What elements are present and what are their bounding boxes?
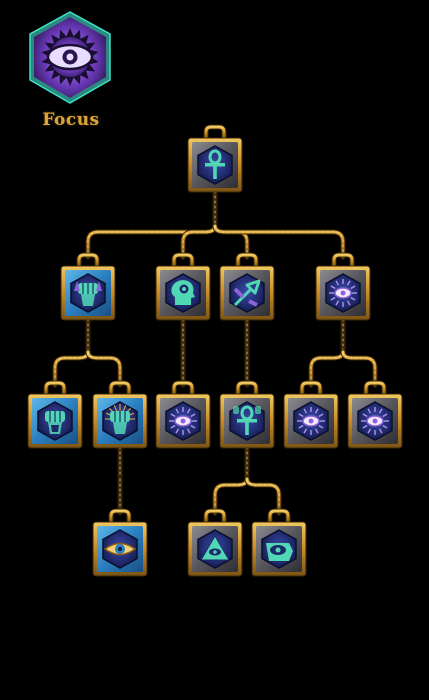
skill-node-tier2-eye-rune-c[interactable] (347, 380, 403, 449)
ankh-icon (205, 149, 225, 179)
skill-node-tier3-pyramid-eye[interactable] (187, 508, 243, 577)
tree-connectors (52, 188, 378, 516)
skill-node-tier2-eye-rune-b[interactable] (283, 380, 339, 449)
golden-eye-icon (103, 542, 137, 556)
skill-node-tier2-radiant-fist[interactable] (92, 380, 148, 449)
fist-shield-icon (45, 411, 65, 434)
skill-node-tier3-golden-eye[interactable] (92, 508, 148, 577)
skill-node-tier3-eye-hand[interactable] (251, 508, 307, 577)
eye-rune-icon (297, 407, 325, 435)
radiant-fist-icon (105, 404, 135, 434)
skill-node-root-ankh[interactable] (187, 124, 243, 193)
eye-hand-icon (266, 543, 293, 561)
tree-title: Focus (42, 110, 100, 130)
skill-node-tier1-eye-rune[interactable] (315, 252, 371, 321)
skill-node-tier1-fist[interactable] (60, 252, 116, 321)
eye-rune-icon (329, 279, 357, 307)
eye-rune-icon (361, 407, 389, 435)
skill-node-tier1-mind-gear[interactable] (155, 252, 211, 321)
skill-node-tier2-eye-rune-a[interactable] (155, 380, 211, 449)
eye-sigil-icon (29, 11, 111, 104)
skill-node-tier2-ankh-fist[interactable] (219, 380, 275, 449)
skill-node-tier1-arrows[interactable] (219, 252, 275, 321)
ankh-fist-icon (233, 405, 261, 435)
skill-node-tier2-fist-shield[interactable] (27, 380, 83, 449)
fist-crystal-icon (74, 281, 102, 306)
mind-gear-icon (171, 280, 195, 305)
crossed-arrows-icon (233, 279, 261, 307)
pyramid-eye-icon (200, 535, 230, 561)
eye-rune-icon (169, 407, 197, 435)
